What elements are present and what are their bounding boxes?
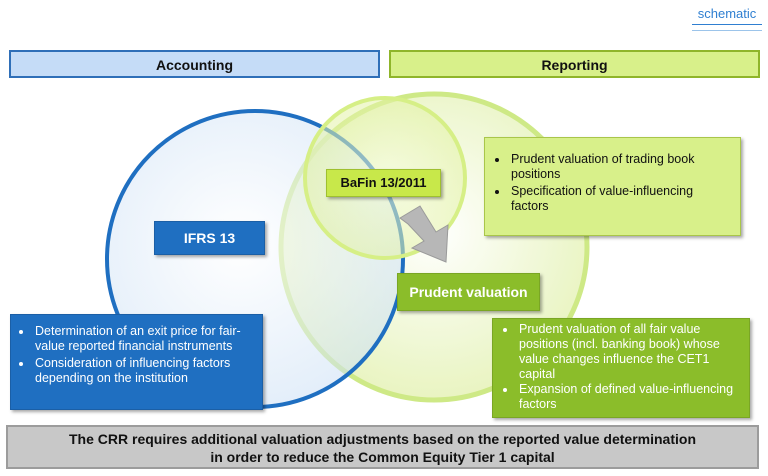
reporting-header: Reporting [389,50,760,78]
conclusion-line-2: in order to reduce the Common Equity Tie… [210,449,555,465]
accounting-details-box: Determination of an exit price for fair-… [10,314,263,410]
conclusion-banner: The CRR requires additional valuation ad… [6,425,759,469]
list-item: Prudent valuation of trading book positi… [509,152,732,182]
list-item: Determination of an exit price for fair-… [33,324,254,354]
schematic-tag: schematic [692,6,762,25]
accounting-header: Accounting [9,50,380,78]
prudent-valuation-label: Prudent valuation [397,273,540,311]
reporting-trading-book-box: Prudent valuation of trading book positi… [484,137,741,236]
bafin-label: BaFin 13/2011 [326,169,441,197]
arrow-icon [399,205,449,263]
list-item: Expansion of defined value-influencing f… [517,382,741,412]
ifrs-13-label: IFRS 13 [154,221,265,255]
conclusion-line-1: The CRR requires additional valuation ad… [69,431,696,447]
reporting-prudent-box: Prudent valuation of all fair value posi… [492,318,750,418]
tag-underline [692,30,762,31]
list-item: Consideration of influencing factors dep… [33,356,254,386]
list-item: Prudent valuation of all fair value posi… [517,322,741,382]
list-item: Specification of value-influencing facto… [509,184,732,214]
